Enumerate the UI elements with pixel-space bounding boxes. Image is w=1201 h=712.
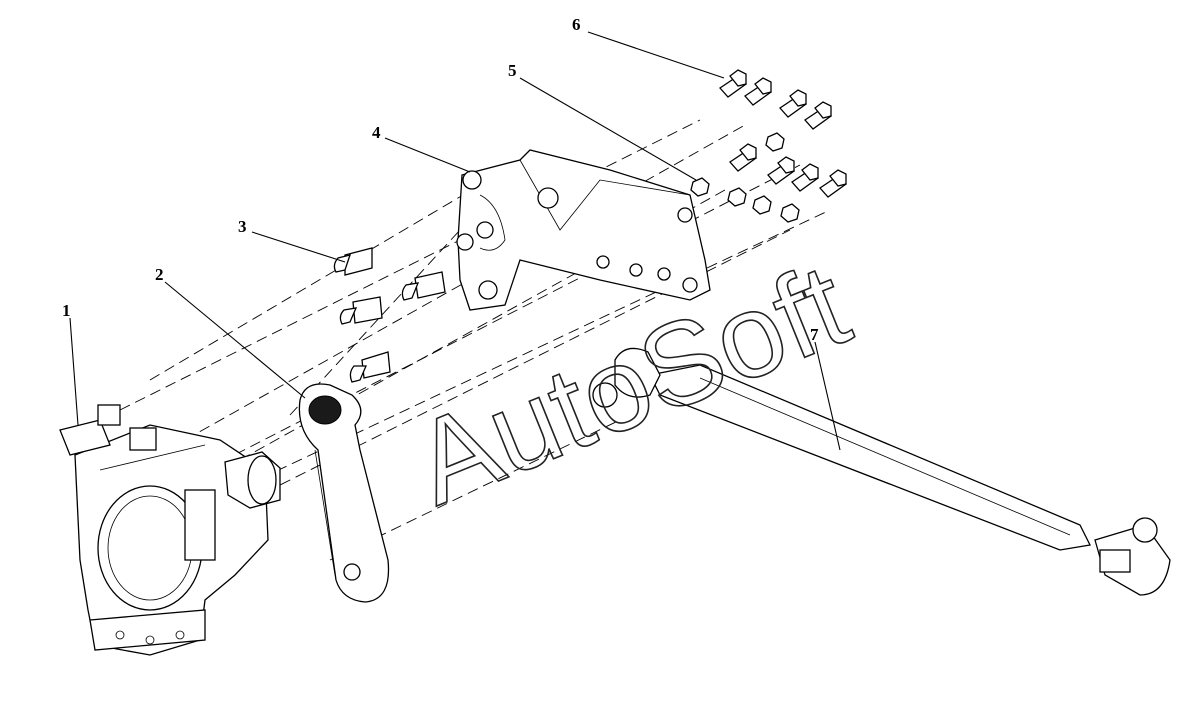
- bolts-set-3: [333, 247, 446, 383]
- bolt: [729, 143, 757, 172]
- callout-2: 2: [155, 265, 164, 284]
- callout-4: 4: [372, 123, 381, 142]
- bolt: [333, 247, 373, 276]
- nut: [727, 187, 747, 207]
- callout-3: 3: [238, 217, 247, 236]
- bolt: [804, 101, 832, 130]
- drag-link-rod: [592, 347, 1171, 596]
- callout-1: 1: [62, 301, 71, 320]
- bolt: [339, 296, 383, 325]
- nuts-set-5: [690, 132, 800, 223]
- callout-labels: 1 2 3 4 5 6 7: [62, 15, 819, 344]
- callout-7: 7: [810, 325, 819, 344]
- bolt: [401, 271, 446, 301]
- bolt: [719, 69, 747, 98]
- pitman-arm: [298, 383, 390, 603]
- bolt: [819, 169, 847, 198]
- bolt: [349, 351, 391, 383]
- bolt: [779, 89, 807, 118]
- bolt: [744, 77, 772, 106]
- bolt: [767, 156, 795, 185]
- callout-5: 5: [508, 61, 517, 80]
- nut: [752, 195, 772, 215]
- leader-lines: [69, 31, 841, 451]
- bolts-set-6: [719, 69, 847, 198]
- nut: [690, 177, 710, 197]
- steering-gear-box: [59, 404, 281, 656]
- bolt: [791, 163, 819, 192]
- nut: [765, 132, 785, 152]
- nut: [780, 203, 800, 223]
- mounting-bracket: [456, 149, 711, 311]
- callout-6: 6: [572, 15, 581, 34]
